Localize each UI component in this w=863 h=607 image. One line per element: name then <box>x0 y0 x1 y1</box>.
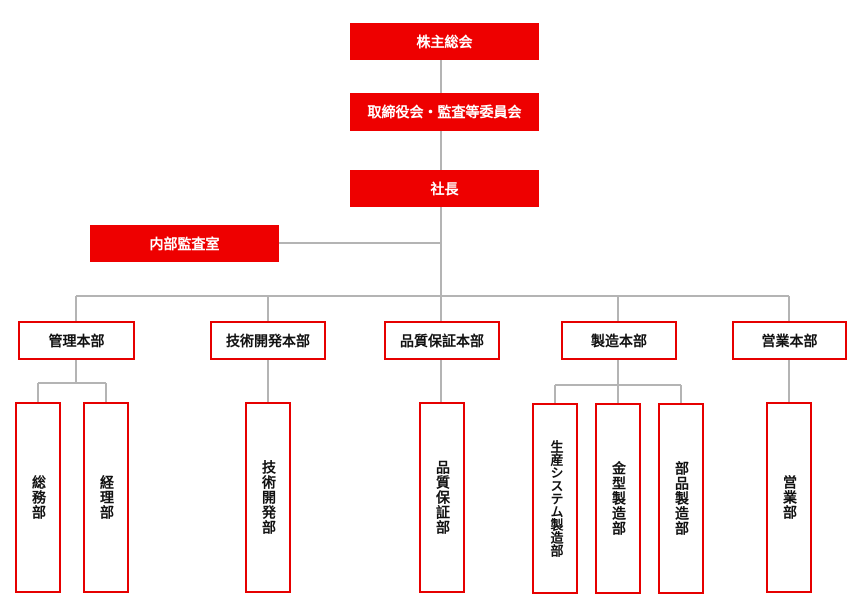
board-box: 取締役会・監査等委員会 <box>350 93 539 131</box>
dept-tech-dev: 技術開発部 <box>245 402 291 593</box>
dept-general-affairs-label: 総務部 <box>30 475 46 520</box>
dept-production-system: 生産システム製造部 <box>532 403 578 594</box>
dept-parts-label: 部品製造部 <box>673 461 689 536</box>
division-sales: 営業本部 <box>732 321 847 360</box>
dept-sales-label: 営業部 <box>781 475 797 520</box>
division-sales-label: 営業本部 <box>761 333 818 350</box>
division-admin-label: 管理本部 <box>48 333 105 350</box>
division-admin: 管理本部 <box>18 321 135 360</box>
dept-parts: 部品製造部 <box>658 403 704 594</box>
president-label: 社長 <box>430 181 459 198</box>
dept-tech-dev-label: 技術開発部 <box>260 460 276 535</box>
division-tech-label: 技術開発本部 <box>226 333 310 350</box>
audit-office-label: 内部監査室 <box>149 236 220 253</box>
dept-accounting: 経理部 <box>83 402 129 593</box>
president-box: 社長 <box>350 170 539 207</box>
shareholders-label: 株主総会 <box>416 34 473 51</box>
division-qa-label: 品質保証本部 <box>400 333 484 350</box>
shareholders-box: 株主総会 <box>350 23 539 60</box>
division-tech: 技術開発本部 <box>210 321 326 360</box>
dept-production-system-label: 生産システム製造部 <box>547 440 563 557</box>
audit-office-box: 内部監査室 <box>90 225 279 262</box>
dept-general-affairs: 総務部 <box>15 402 61 593</box>
division-qa: 品質保証本部 <box>384 321 500 360</box>
division-mfg-label: 製造本部 <box>591 333 647 350</box>
division-mfg: 製造本部 <box>561 321 677 360</box>
board-label: 取締役会・監査等委員会 <box>367 105 522 121</box>
dept-qa: 品質保証部 <box>419 402 465 593</box>
dept-mold: 金型製造部 <box>595 403 641 594</box>
dept-accounting-label: 経理部 <box>98 475 114 520</box>
dept-mold-label: 金型製造部 <box>610 461 626 536</box>
dept-sales: 営業部 <box>766 402 812 593</box>
dept-qa-label: 品質保証部 <box>434 460 450 535</box>
